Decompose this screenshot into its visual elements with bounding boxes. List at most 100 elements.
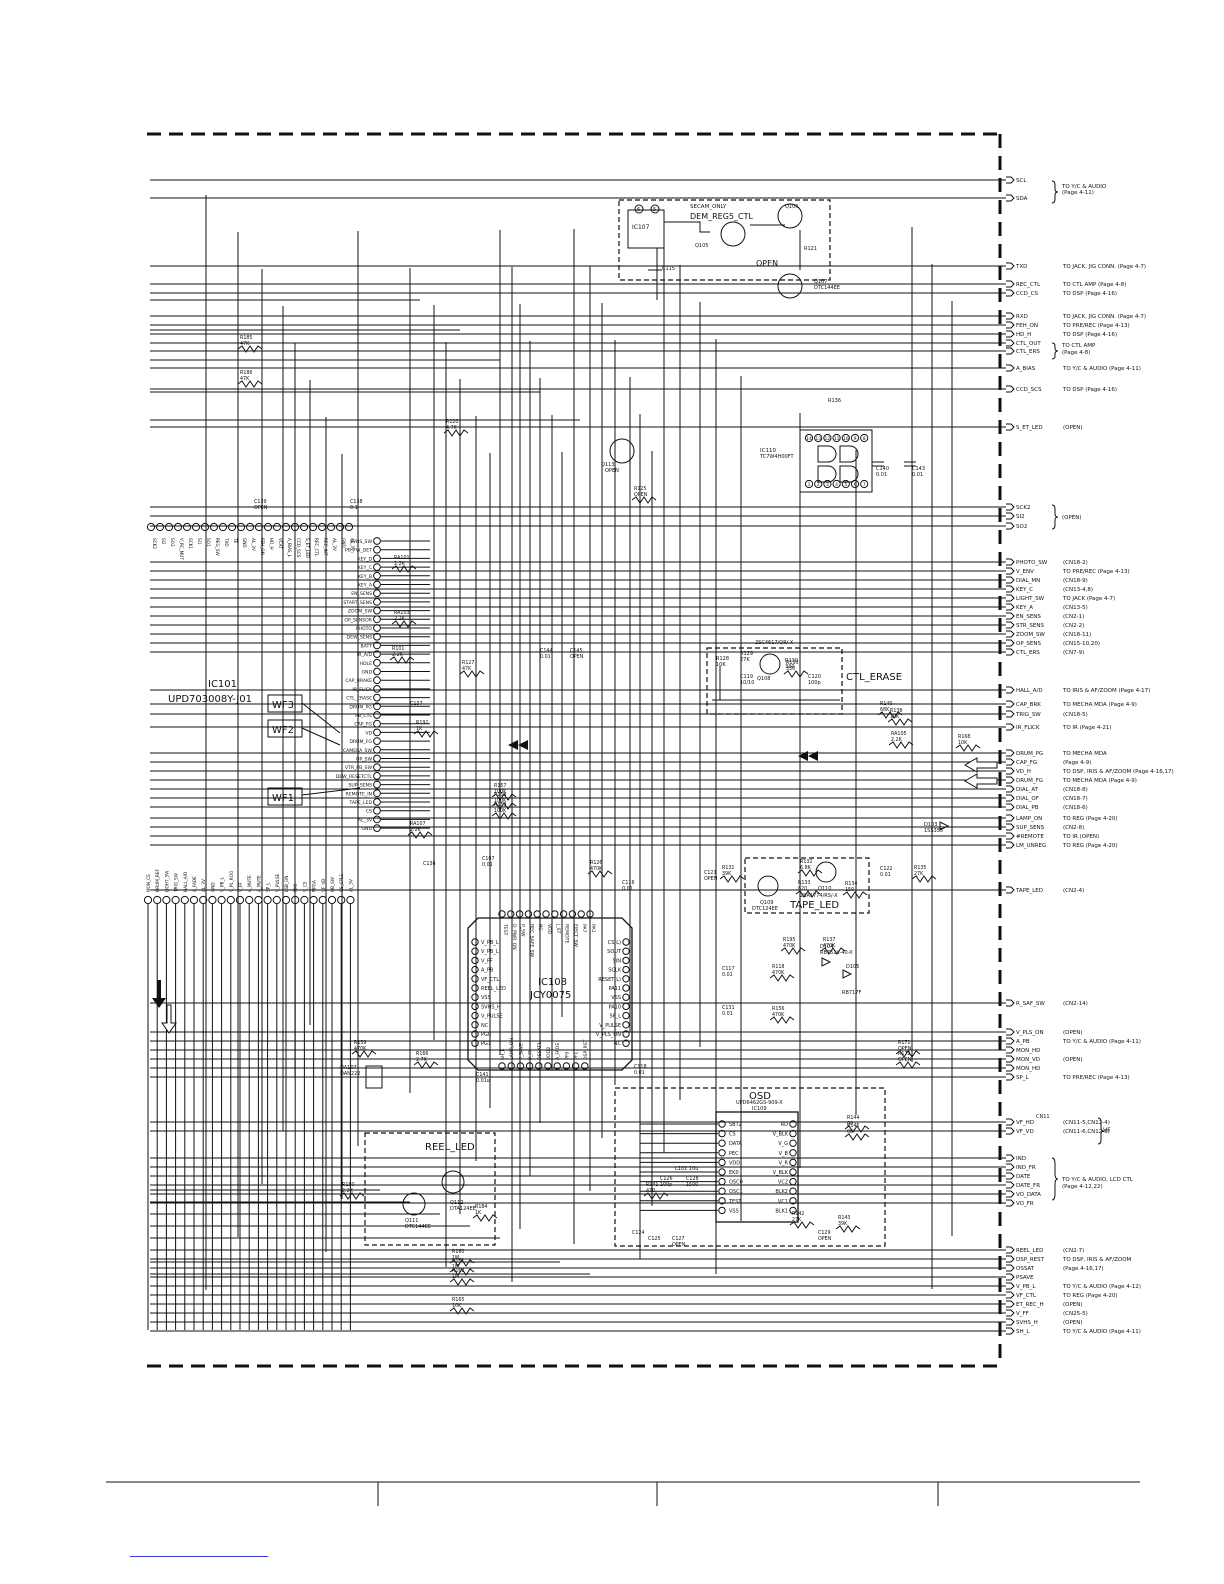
ic101-right-pin <box>373 580 381 589</box>
page-link-underline[interactable] <box>130 1556 268 1557</box>
signal-name: REC_CTL <box>1016 282 1041 288</box>
capacitor-label: C139 <box>254 499 267 505</box>
capacitor-value: 0.01 <box>722 972 733 978</box>
ic101-top-pin <box>245 522 255 532</box>
d105-label: D105 <box>846 964 859 970</box>
connector-arrow-icon <box>1006 339 1015 347</box>
ic101-right-pin-label: TAPE_LED <box>348 800 372 806</box>
resistor-value: 1K <box>475 1210 482 1216</box>
ic101-bottom-pin <box>327 895 337 905</box>
ic101-top-pin-label: REC_CTL <box>314 538 319 557</box>
ic101-top-pin <box>209 522 219 532</box>
signal-name: VO_FR <box>1016 1201 1034 1207</box>
ic101-top-pin-label: GND <box>341 538 346 548</box>
ic101-right-pin-label: DEW_SENS <box>347 635 373 641</box>
ic101-right-pin-label: DEW_RESETCTL <box>336 774 373 780</box>
ic108-right-pin-label: NC <box>614 1041 622 1047</box>
signal-destination: (CN2-1) <box>1063 614 1084 620</box>
resistor-label: RA101 <box>394 555 410 561</box>
ic108-right-pin-label: V_PLS_ON <box>596 1032 621 1038</box>
ic101-bottom-pin <box>263 895 272 905</box>
ic101-right-pin <box>373 545 381 554</box>
ic108-left-pin-label: REEL_LED <box>481 986 506 992</box>
resistor-label: RA103 <box>394 610 410 616</box>
connector-arrow-icon <box>1006 1273 1015 1281</box>
resistor-label: R192 <box>416 720 429 726</box>
q106-label: Q106 <box>785 204 798 210</box>
connector-arrow-icon <box>1006 1028 1015 1036</box>
resistor-value: 470K <box>823 943 836 949</box>
ic108-bottom-pin-label: A_FADE <box>555 1043 561 1060</box>
signal-name: CAP_BRK <box>1016 702 1041 708</box>
resistor-label: R171 <box>898 1040 911 1046</box>
d104-label: D104 <box>820 944 833 950</box>
ic101-right-pin-label: KEY_B <box>358 574 372 580</box>
signal-name: MON_VD <box>1016 1057 1040 1063</box>
ic101-right-pin <box>373 815 381 824</box>
capacitor-value: OPEN <box>704 876 718 882</box>
capacitor-label: C136 <box>423 861 436 867</box>
reel-led-block: REEL_LED Q111 DTC144EE Q112 DTA124EE <box>364 1132 496 1246</box>
capacitor-value: OPEN <box>254 505 268 511</box>
ic101-top-pin <box>155 522 165 532</box>
signal-name: HALL_A/D <box>1016 688 1043 694</box>
ic101-right-pin-label: AL_3V <box>358 817 373 823</box>
connector-arrow-icon <box>1006 999 1015 1007</box>
ic109-right-pin-label: V_G <box>778 1141 788 1147</box>
ic109-left-pin-label: OSC0 <box>729 1180 743 1186</box>
signal-name: OP_SENS <box>1016 641 1041 647</box>
signal-name: KEY_C <box>1016 587 1033 593</box>
ic101-right-pin <box>373 676 381 685</box>
connector-arrow-icon <box>1006 603 1015 611</box>
connector-arrow-icon <box>1006 749 1015 757</box>
resistor-label: R125 <box>634 486 647 492</box>
ic101-top-pin <box>272 522 282 532</box>
ic108-ref: IC108 <box>538 977 567 988</box>
connector-arrow-icon <box>1006 576 1015 584</box>
ic108-bottom-pin-label: SH_L <box>500 1048 506 1060</box>
connector-arrow-icon <box>1006 686 1015 694</box>
signal-destination: (OPEN) <box>1063 1057 1083 1063</box>
c119-label: C119 <box>740 674 753 680</box>
reel-led-label: REEL_LED <box>425 1142 475 1153</box>
ic108-left-pin-label: A_PB <box>481 968 494 974</box>
osd-title: OSD <box>749 1091 771 1102</box>
ic101-bottom-pin <box>162 895 171 905</box>
ic108-left-pin-label: NC <box>481 1023 489 1029</box>
ic101-top-pin <box>299 522 309 532</box>
ic101-top-pin <box>290 522 300 532</box>
ic110-bottom-pin-label: 6 <box>854 482 857 488</box>
connector-arrow-icon <box>1006 1181 1015 1189</box>
ic101-right-pin-label: PB_CTL <box>355 713 372 719</box>
ic109-right-pin-label: V_B <box>779 1151 789 1157</box>
signal-destination: (CN25-5) <box>1063 1311 1088 1317</box>
signal-name: LAMP_ON <box>1016 816 1042 822</box>
connector-arrow-icon <box>1006 262 1015 270</box>
signal-name: TXD <box>1015 264 1027 270</box>
ic109-right-pin-label: V_BLK <box>773 1170 789 1176</box>
ic108-right-pin-label: PA10 <box>609 1004 621 1010</box>
ic108-left-pin-label: V_PB_L <box>481 949 499 955</box>
signal-name: A_PB <box>1016 1039 1030 1045</box>
ic101-right-pin-label: KEY_A <box>358 583 373 589</box>
connector-arrow-icon <box>1006 1055 1015 1063</box>
signal-name: DATE_FR <box>1016 1183 1040 1189</box>
signal-destination: (CN18-5) <box>1063 712 1088 718</box>
resistor-label: R137 <box>823 937 836 943</box>
signal-destination: TO REG (Page 4-20) <box>1062 816 1118 822</box>
signal-name: ET_REC_H <box>1016 1302 1044 1308</box>
ic101-labels: IC101 UPD703008Y-J01 <box>168 679 252 705</box>
connector-arrow-icon <box>1006 1064 1015 1072</box>
ic101-top-pin <box>191 522 201 532</box>
ic101-right-pin <box>373 798 381 806</box>
connector-arrow-icon <box>1006 794 1015 802</box>
capacitor-label: C127 <box>672 1236 685 1242</box>
resistor-label: R144 <box>847 1115 860 1121</box>
ic101-bottom-pin <box>189 895 199 905</box>
ic101-bottom-pin-label: V_PB_L <box>220 877 225 892</box>
ic101-bottom-pin-label: HB_SW <box>330 877 335 892</box>
ic108-top-pin-label: PA7 <box>581 924 587 933</box>
signal-destination: (CN2-2) <box>1063 623 1084 629</box>
signal-name: VO_DATA <box>1016 1192 1041 1198</box>
